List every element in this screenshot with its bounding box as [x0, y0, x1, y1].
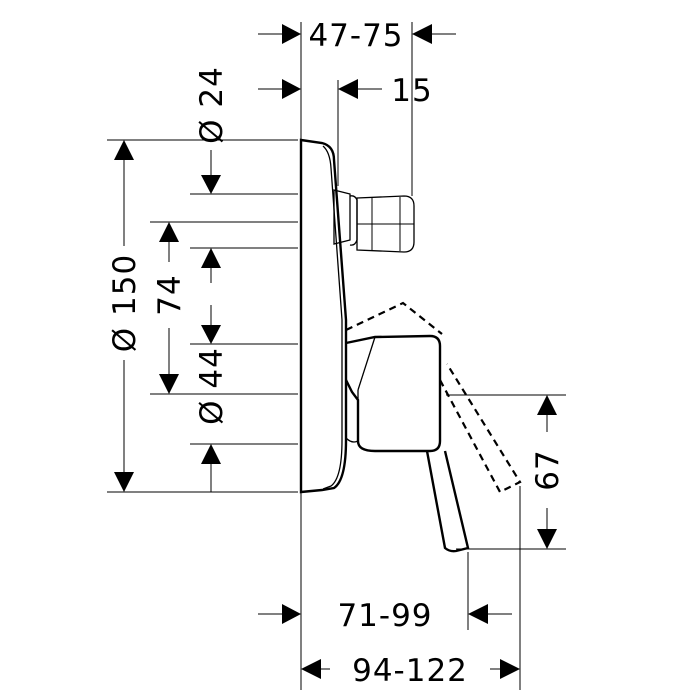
- dim-label-71-99: 71-99: [337, 598, 432, 634]
- dim-label-67: 67: [530, 449, 566, 490]
- extension-lines: [107, 22, 566, 690]
- dim-150-arrows: [114, 140, 134, 492]
- lever-rotated-outline: [345, 301, 522, 494]
- dim-24-arrows: [201, 150, 221, 283]
- diverter-knob: [333, 189, 415, 253]
- dim-44-arrows: [201, 305, 221, 492]
- dim-15-arrows: [258, 79, 382, 99]
- dim-label-15: 15: [391, 73, 432, 109]
- dim-label-dia-150: Ø 150: [107, 254, 143, 352]
- dim-label-74: 74: [152, 274, 188, 315]
- dim-label-94-122: 94-122: [352, 653, 468, 689]
- dim-74-arrows: [159, 222, 179, 394]
- dim-label-dia-44: Ø 44: [194, 347, 230, 425]
- dim-47-75-arrows: [258, 24, 456, 44]
- dim-label-47-75: 47-75: [308, 18, 403, 54]
- dim-71-99-arrows: [258, 604, 512, 624]
- wall-plate: [299, 138, 348, 494]
- lever-handle: [344, 334, 470, 553]
- dim-94-122-arrows: [301, 659, 520, 679]
- dim-67-arrows: [537, 395, 557, 549]
- dim-label-dia-24: Ø 24: [194, 66, 230, 144]
